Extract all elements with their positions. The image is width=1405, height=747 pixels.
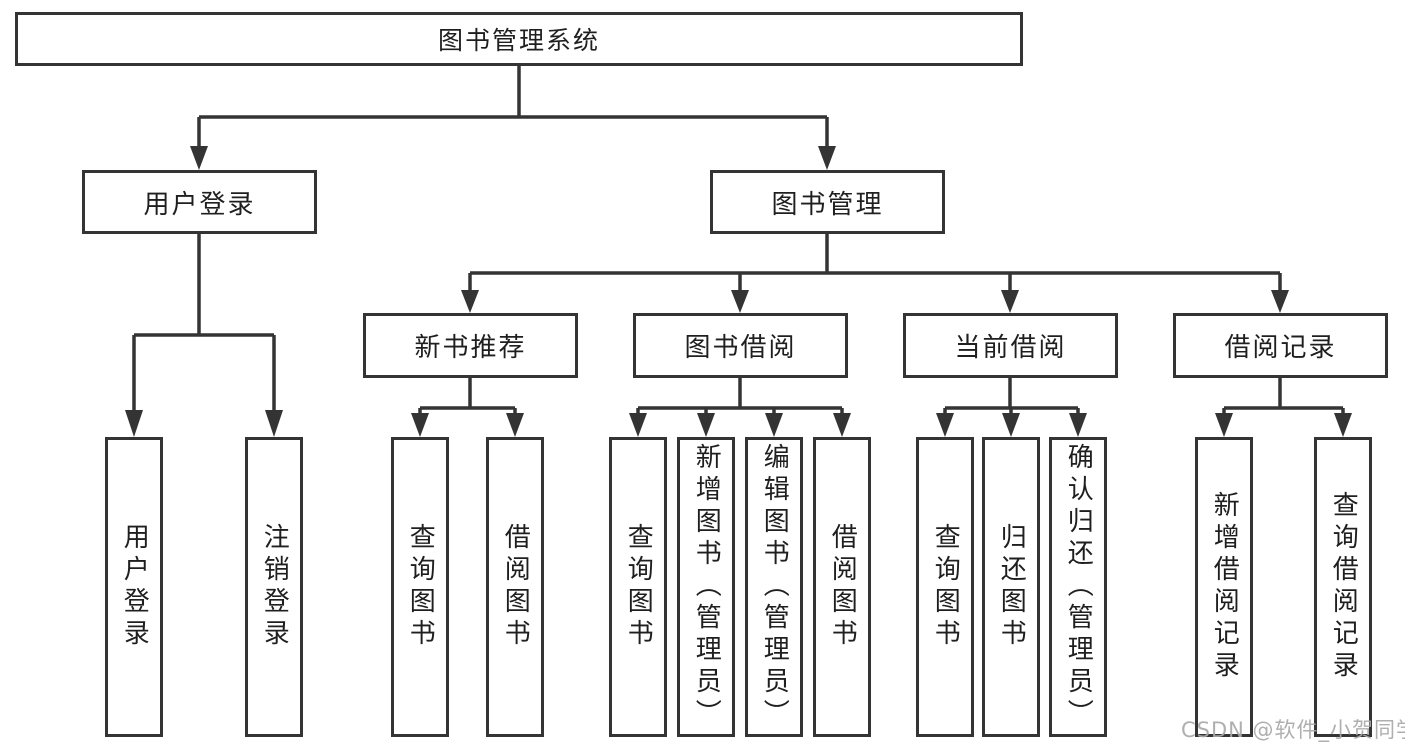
node-label: 归还图书 bbox=[996, 523, 1027, 651]
leaf-add-borrow-record: 新增借阅记录 bbox=[1195, 437, 1253, 737]
leaf-borrow-books: 借阅图书 bbox=[813, 437, 871, 737]
node-label: 确认归还（管理员） bbox=[1063, 443, 1094, 731]
node-label: 当前借阅 bbox=[954, 333, 1067, 363]
node-label: 借阅记录 bbox=[1224, 333, 1337, 363]
node-label: 用户登录 bbox=[119, 523, 150, 651]
node-label: 用户登录 bbox=[143, 189, 256, 220]
node-book-borrowing: 图书借阅 bbox=[633, 313, 848, 378]
leaf-return-books: 归还图书 bbox=[982, 437, 1040, 737]
node-system-root: 图书管理系统 bbox=[15, 12, 1023, 66]
leaf-add-books-admin: 新增图书（管理员） bbox=[677, 437, 735, 737]
leaf-recommend-query-books: 查询图书 bbox=[391, 437, 449, 737]
leaf-recommend-borrow-books: 借阅图书 bbox=[486, 437, 544, 737]
leaf-current-query-books: 查询图书 bbox=[916, 437, 974, 737]
node-book-management: 图书管理 bbox=[710, 170, 945, 234]
node-label: 查询图书 bbox=[930, 523, 961, 651]
arrowhead-icons bbox=[125, 146, 1352, 437]
node-label: 图书借阅 bbox=[684, 333, 797, 363]
node-label: 新书推荐 bbox=[414, 333, 527, 363]
leaf-borrowing-query-books: 查询图书 bbox=[609, 437, 667, 737]
node-borrowing-records: 借阅记录 bbox=[1173, 313, 1388, 378]
node-label: 查询图书 bbox=[623, 523, 654, 651]
leaf-edit-books-admin: 编辑图书（管理员） bbox=[745, 437, 803, 737]
leaf-user-login: 用户登录 bbox=[105, 437, 163, 737]
node-new-book-recommend: 新书推荐 bbox=[363, 313, 578, 378]
leaf-query-borrow-record: 查询借阅记录 bbox=[1314, 437, 1372, 737]
node-label: 编辑图书（管理员） bbox=[759, 443, 790, 731]
node-label: 查询图书 bbox=[405, 523, 436, 651]
node-label: 新增借阅记录 bbox=[1209, 491, 1240, 683]
node-label: 图书管理系统 bbox=[437, 26, 600, 55]
node-label: 查询借阅记录 bbox=[1328, 491, 1359, 683]
leaf-confirm-return-admin: 确认归还（管理员） bbox=[1049, 437, 1107, 737]
node-label: 新增图书（管理员） bbox=[691, 443, 722, 731]
node-user-login: 用户登录 bbox=[82, 170, 317, 234]
leaf-logout: 注销登录 bbox=[245, 437, 303, 737]
node-current-borrowing: 当前借阅 bbox=[903, 313, 1118, 378]
node-label: 借阅图书 bbox=[500, 523, 531, 651]
node-label: 注销登录 bbox=[259, 523, 290, 651]
node-label: 图书管理 bbox=[771, 189, 884, 220]
node-label: 借阅图书 bbox=[827, 523, 858, 651]
csdn-watermark: CSDN @软件_小贺同学 bbox=[1181, 718, 1405, 742]
